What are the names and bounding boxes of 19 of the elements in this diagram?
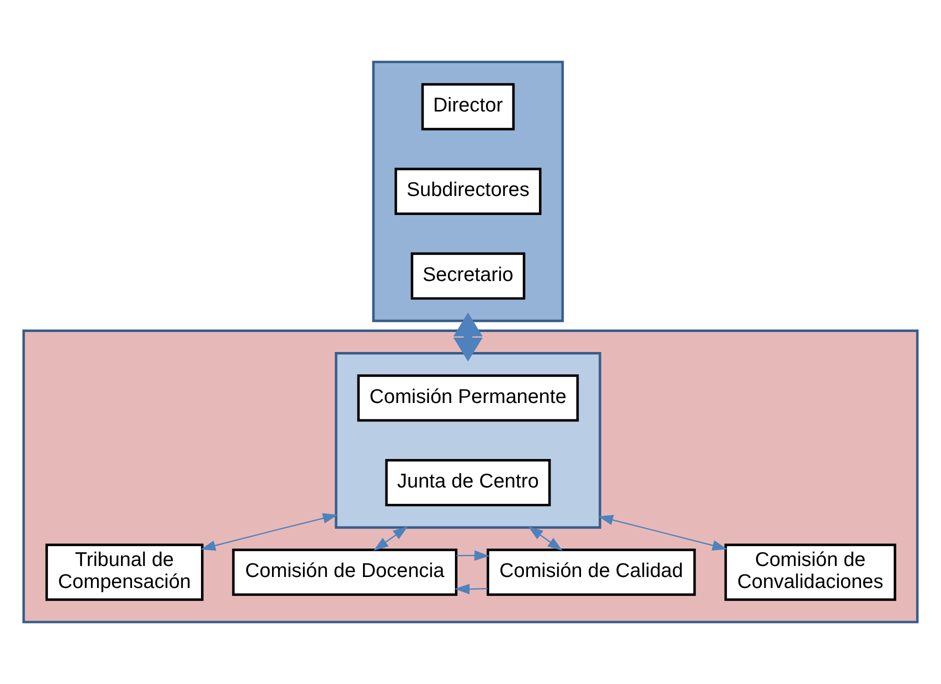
cluster — [22, 330, 919, 624]
arrow — [456, 550, 490, 561]
node-box: Secretario — [410, 252, 526, 300]
node-box: Comisión Permanente — [357, 374, 579, 422]
arrow — [598, 514, 728, 551]
cluster — [372, 60, 564, 322]
node-box: Junta de Centro — [385, 459, 551, 506]
node-box: Director — [421, 83, 515, 130]
node-box: Comisión de Convalidaciones — [724, 544, 896, 601]
node-box: Comisión de Calidad — [486, 548, 696, 596]
arrow — [453, 312, 483, 362]
arrow — [454, 584, 488, 594]
node-box: Comisión de Docencia — [232, 548, 458, 596]
arrow — [528, 526, 563, 551]
node-box: Subdirectores — [394, 168, 542, 216]
arrow — [200, 513, 338, 551]
arrow — [374, 526, 408, 551]
cluster — [334, 352, 602, 529]
node-box: Tribunal de Compensación — [45, 544, 204, 601]
